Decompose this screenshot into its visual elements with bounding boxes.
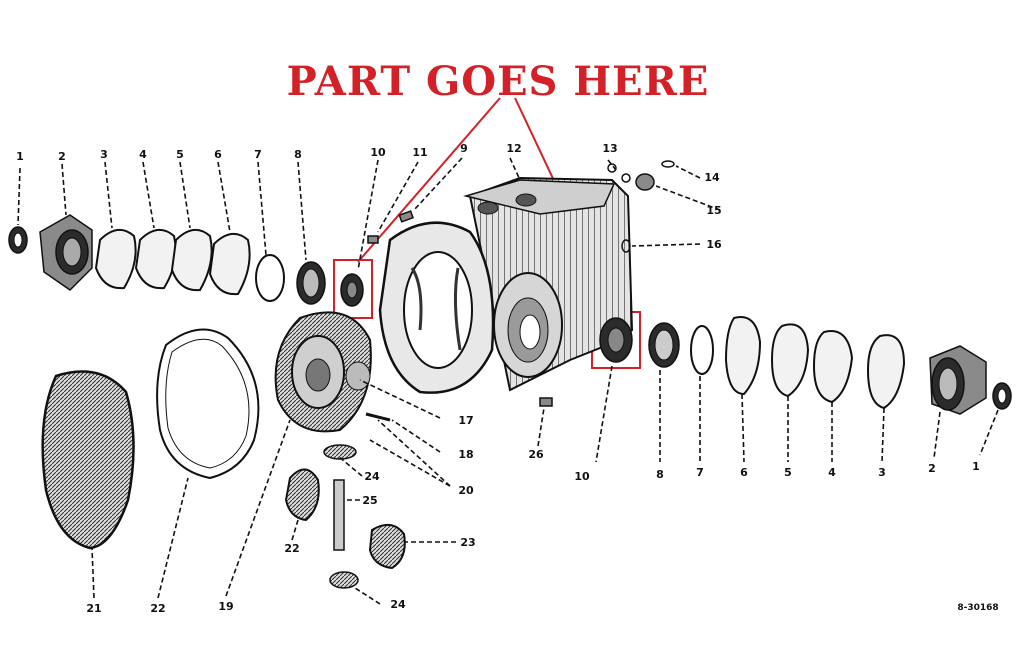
part-16-plug bbox=[621, 239, 631, 253]
part-3-shim-right bbox=[866, 334, 906, 410]
label-24-upper: 24 bbox=[364, 470, 380, 483]
part-26-pin bbox=[539, 397, 553, 407]
left-parts-row bbox=[8, 210, 414, 307]
drawing-code: 8-30168 bbox=[957, 603, 998, 613]
label-9: 9 bbox=[460, 142, 468, 155]
part-18-bolt bbox=[365, 412, 391, 422]
part-9-key bbox=[398, 210, 414, 223]
label-11: 11 bbox=[412, 146, 427, 159]
part-5-shim-right bbox=[770, 323, 810, 398]
label-3-left: 3 bbox=[100, 148, 108, 161]
label-13: 13 bbox=[602, 142, 617, 155]
cover-and-gasket bbox=[41, 328, 260, 550]
label-14: 14 bbox=[704, 171, 720, 184]
label-8-left: 8 bbox=[294, 148, 302, 161]
part-7-ring-right bbox=[690, 325, 714, 375]
label-4-right: 4 bbox=[828, 466, 836, 479]
label-3-right: 3 bbox=[878, 466, 886, 479]
label-10-left: 10 bbox=[370, 146, 386, 159]
label-25: 25 bbox=[362, 494, 377, 507]
label-12: 12 bbox=[506, 142, 521, 155]
label-22-gasket: 22 bbox=[150, 602, 165, 615]
callout-line-left bbox=[357, 97, 501, 263]
part-6-shim-left bbox=[208, 233, 251, 296]
differential-pinions bbox=[284, 444, 406, 589]
label-1-right: 1 bbox=[972, 460, 980, 473]
label-5-left: 5 bbox=[176, 148, 184, 161]
title-text: PART GOES HERE bbox=[287, 58, 710, 105]
label-8-right: 8 bbox=[656, 468, 664, 481]
label-24-lower: 24 bbox=[390, 598, 406, 611]
label-7-right: 7 bbox=[696, 466, 704, 479]
part-6-shim-right bbox=[724, 316, 762, 396]
label-2-left: 2 bbox=[58, 150, 66, 163]
part-15-plug bbox=[635, 173, 655, 191]
part-21-cover bbox=[41, 370, 135, 550]
label-26: 26 bbox=[528, 448, 544, 461]
leader-lines-left-top bbox=[17, 157, 463, 271]
ring-gear-assembly bbox=[274, 311, 391, 433]
label-6-right: 6 bbox=[740, 466, 748, 479]
part-3-shim-left bbox=[94, 229, 137, 290]
label-7-left: 7 bbox=[254, 148, 262, 161]
part-7-ring-left bbox=[255, 254, 285, 302]
label-17: 17 bbox=[458, 414, 473, 427]
label-20: 20 bbox=[458, 484, 474, 497]
label-15: 15 bbox=[706, 204, 721, 217]
right-parts-row bbox=[599, 316, 1012, 415]
leader-lines-right bbox=[91, 157, 999, 605]
label-23: 23 bbox=[460, 536, 475, 549]
part-25-cross-shaft bbox=[333, 479, 345, 551]
differential-housing bbox=[378, 160, 675, 407]
part-5-shim-left bbox=[170, 229, 213, 292]
part-number-labels: 1 2 3 4 5 6 7 8 10 11 9 12 13 14 15 16 1… bbox=[16, 142, 980, 615]
label-1-left: 1 bbox=[16, 150, 24, 163]
label-22-pinion: 22 bbox=[284, 542, 299, 555]
label-6-left: 6 bbox=[214, 148, 222, 161]
label-2-right: 2 bbox=[928, 462, 936, 475]
label-4-left: 4 bbox=[139, 148, 147, 161]
label-16: 16 bbox=[706, 238, 722, 251]
part-11-pin bbox=[367, 235, 379, 244]
highlight-box-left bbox=[333, 259, 373, 319]
label-18: 18 bbox=[458, 448, 473, 461]
label-21: 21 bbox=[86, 602, 101, 615]
part-4-shim-right bbox=[812, 330, 854, 404]
label-5-right: 5 bbox=[784, 466, 792, 479]
part-14-washer bbox=[661, 160, 675, 168]
label-10-right: 10 bbox=[574, 470, 590, 483]
label-19: 19 bbox=[218, 600, 233, 613]
part-4-shim-left bbox=[134, 229, 177, 290]
